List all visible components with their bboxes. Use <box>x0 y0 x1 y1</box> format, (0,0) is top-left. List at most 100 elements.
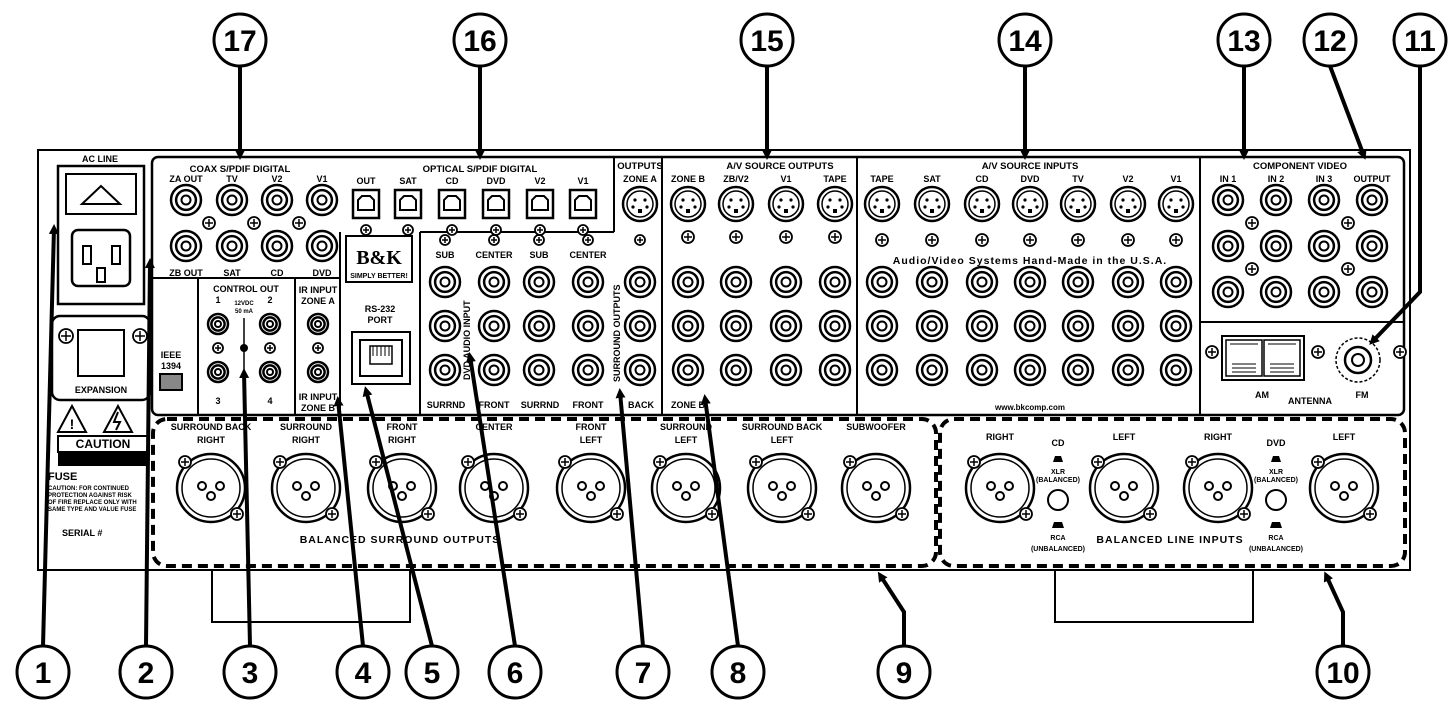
component-output-jack[interactable] <box>1355 275 1389 309</box>
av-in-rca-jack[interactable] <box>1013 309 1047 343</box>
xlr-surround-back-left-jack[interactable] <box>746 452 818 524</box>
xlr-surround-right-jack[interactable] <box>270 452 342 524</box>
av-in-rca-jack[interactable] <box>1061 309 1095 343</box>
av-in-rca-jack[interactable] <box>1013 265 1047 299</box>
zone-a-svideo-jack[interactable] <box>621 185 659 223</box>
surround-back-jack-3[interactable] <box>623 353 657 387</box>
av-in-rca-jack[interactable] <box>1111 353 1145 387</box>
optical-v2-port[interactable] <box>525 188 555 220</box>
av-in-v2-svideo[interactable] <box>1109 185 1147 223</box>
component-in-2-jack[interactable] <box>1259 229 1293 263</box>
control-out-4-jack[interactable] <box>258 360 282 384</box>
av-in-cd-svideo[interactable] <box>963 185 1001 223</box>
component-in-3-jack[interactable] <box>1307 183 1341 217</box>
av-in-rca-jack[interactable] <box>865 353 899 387</box>
dvd-audio-input-jack-2[interactable] <box>477 265 511 299</box>
av-out-zb-v2-svideo[interactable] <box>717 185 755 223</box>
av-in-rca-jack[interactable] <box>915 353 949 387</box>
av-in-tape-svideo[interactable] <box>863 185 901 223</box>
control-out-2-jack[interactable] <box>258 312 282 336</box>
surround-output-jack-5[interactable] <box>522 353 556 387</box>
surround-output-jack-1[interactable] <box>522 265 556 299</box>
coax-sat-jack[interactable] <box>215 229 249 263</box>
rs232-port[interactable] <box>351 331 411 385</box>
av-in-rca-jack[interactable] <box>1061 265 1095 299</box>
xlr-subwoofer-jack[interactable] <box>840 452 912 524</box>
av-in-rca-jack[interactable] <box>965 353 999 387</box>
component-in-3-jack[interactable] <box>1307 229 1341 263</box>
av-out-rca-jack[interactable] <box>719 309 753 343</box>
surround-output-jack-2[interactable] <box>571 265 605 299</box>
av-out-rca-jack[interactable] <box>671 353 705 387</box>
component-in-2-jack[interactable] <box>1259 275 1293 309</box>
av-in-sat-svideo[interactable] <box>913 185 951 223</box>
surround-output-jack-6[interactable] <box>571 353 605 387</box>
optical-cd-port[interactable] <box>437 188 467 220</box>
optical-v1-port[interactable] <box>568 188 598 220</box>
coax-dvd-jack[interactable] <box>305 229 339 263</box>
component-in-1-jack[interactable] <box>1211 275 1245 309</box>
optical-sat-port[interactable] <box>393 188 423 220</box>
optical-out-port[interactable] <box>351 188 381 220</box>
av-out-rca-jack[interactable] <box>671 309 705 343</box>
av-in-rca-jack[interactable] <box>965 265 999 299</box>
av-in-rca-jack[interactable] <box>865 309 899 343</box>
av-out-rca-jack[interactable] <box>769 309 803 343</box>
coax-v1-jack[interactable] <box>305 183 339 217</box>
xlr-surround-left-jack[interactable] <box>650 452 722 524</box>
component-in-2-jack[interactable] <box>1259 183 1293 217</box>
coax-za-out-jack[interactable] <box>169 183 203 217</box>
component-in-1-jack[interactable] <box>1211 183 1245 217</box>
line-input-xlr-jack-4[interactable] <box>1308 452 1380 524</box>
av-in-rca-jack[interactable] <box>965 309 999 343</box>
am-antenna-terminals[interactable] <box>1221 335 1305 381</box>
dvd-audio-input-jack-3[interactable] <box>428 309 462 343</box>
ieee1394-port[interactable] <box>159 373 183 391</box>
av-out-rca-jack[interactable] <box>671 265 705 299</box>
av-out-rca-jack[interactable] <box>818 353 852 387</box>
line-input-xlr-jack-1[interactable] <box>964 452 1036 524</box>
dvd-xlr-rca-switch[interactable] <box>1265 456 1287 528</box>
component-output-jack[interactable] <box>1355 183 1389 217</box>
ir-zone-b-jack[interactable] <box>306 360 330 384</box>
coax-tv-jack[interactable] <box>215 183 249 217</box>
av-out-rca-jack[interactable] <box>719 353 753 387</box>
coax-cd-jack[interactable] <box>260 229 294 263</box>
av-in-rca-jack[interactable] <box>1111 265 1145 299</box>
coax-zb-out-jack[interactable] <box>169 229 203 263</box>
av-in-rca-jack[interactable] <box>915 265 949 299</box>
av-out-v1-svideo[interactable] <box>767 185 805 223</box>
av-out-zone-b-svideo[interactable] <box>669 185 707 223</box>
dvd-audio-input-jack-1[interactable] <box>428 265 462 299</box>
av-in-rca-jack[interactable] <box>865 265 899 299</box>
surround-output-jack-4[interactable] <box>571 309 605 343</box>
av-in-rca-jack[interactable] <box>1013 353 1047 387</box>
av-out-rca-jack[interactable] <box>769 265 803 299</box>
surround-back-jack-2[interactable] <box>623 309 657 343</box>
dvd-audio-input-jack-6[interactable] <box>477 353 511 387</box>
av-in-rca-jack[interactable] <box>1159 265 1193 299</box>
surround-output-jack-3[interactable] <box>522 309 556 343</box>
coax-v2-jack[interactable] <box>260 183 294 217</box>
av-in-v1-svideo[interactable] <box>1157 185 1195 223</box>
av-out-rca-jack[interactable] <box>769 353 803 387</box>
xlr-front-left-jack[interactable] <box>555 452 627 524</box>
fm-antenna-jack[interactable] <box>1335 337 1381 383</box>
av-in-tv-svideo[interactable] <box>1059 185 1097 223</box>
line-input-xlr-jack-3[interactable] <box>1182 452 1254 524</box>
dvd-audio-input-jack-5[interactable] <box>428 353 462 387</box>
av-out-rca-jack[interactable] <box>719 265 753 299</box>
av-in-dvd-svideo[interactable] <box>1011 185 1049 223</box>
av-out-rca-jack[interactable] <box>818 265 852 299</box>
av-in-rca-jack[interactable] <box>1159 353 1193 387</box>
component-in-3-jack[interactable] <box>1307 275 1341 309</box>
xlr-center-jack[interactable] <box>458 452 530 524</box>
control-out-1-jack[interactable] <box>206 312 230 336</box>
cd-xlr-rca-switch[interactable] <box>1047 456 1069 528</box>
optical-dvd-port[interactable] <box>481 188 511 220</box>
av-in-rca-jack[interactable] <box>915 309 949 343</box>
control-out-3-jack[interactable] <box>206 360 230 384</box>
component-in-1-jack[interactable] <box>1211 229 1245 263</box>
surround-back-jack-1[interactable] <box>623 265 657 299</box>
av-out-tape-svideo[interactable] <box>816 185 854 223</box>
